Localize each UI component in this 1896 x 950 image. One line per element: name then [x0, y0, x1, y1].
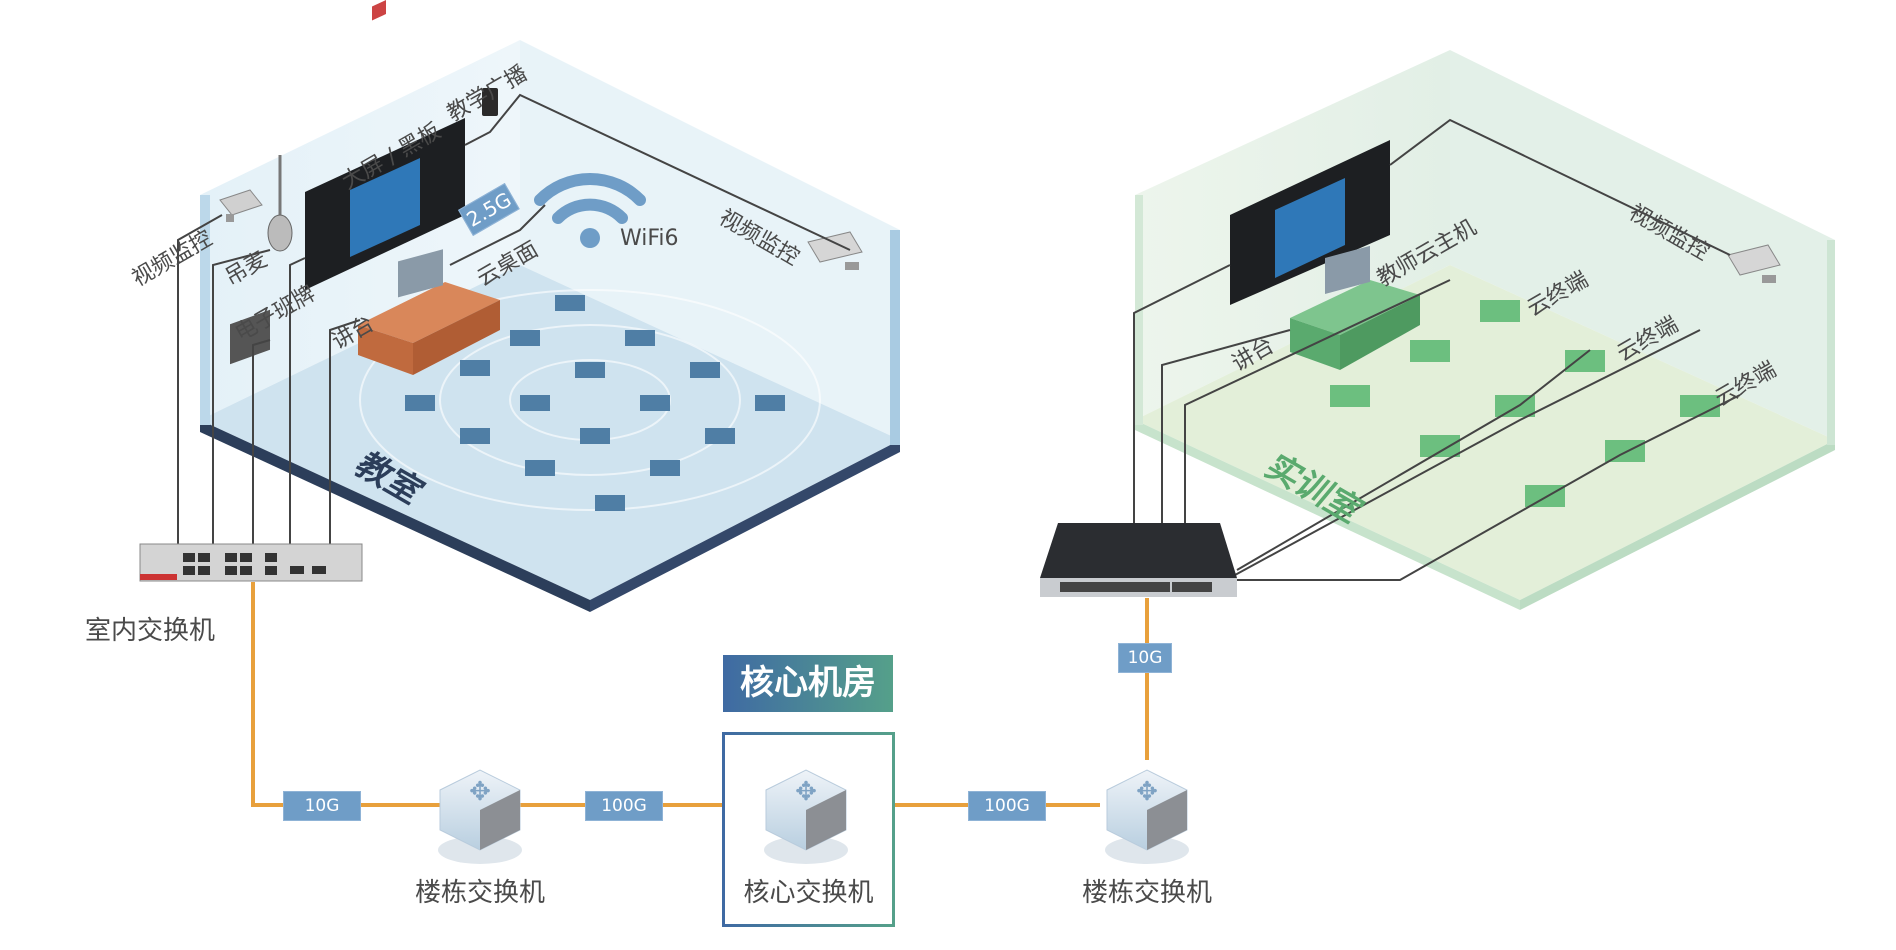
indoor-switch [139, 543, 363, 582]
classroom-floor-edge [200, 420, 590, 612]
speed-badge-building-training: 10G [1118, 643, 1172, 673]
building-switch-left-label: 楼栋交换机 [414, 878, 545, 908]
microphone-icon [267, 214, 293, 252]
big-screen [1230, 140, 1390, 305]
building-switch-right: ✥ [1105, 769, 1189, 864]
wifi-icon [534, 172, 646, 248]
speed-badge-core-building-right: 100G [968, 791, 1046, 821]
trunk-links [251, 582, 1149, 807]
big-screen [305, 0, 465, 290]
podium [358, 249, 500, 375]
camera-icon [219, 189, 263, 222]
classroom [200, 0, 900, 612]
indoor-switch-label: 室内交换机 [85, 616, 216, 646]
core-room-title: 核心机房 [723, 655, 893, 712]
access-cables [177, 93, 1741, 581]
building-switch-right-label: 楼栋交换机 [1081, 878, 1212, 908]
speaker-icon [482, 88, 498, 116]
core-room-frame [722, 732, 895, 927]
switch-arrows-icon: ✥ [1136, 777, 1158, 807]
speed-badge-building-core-left: 100G [585, 791, 663, 821]
classroom-wall-edge [200, 195, 210, 425]
speed-badge-indoor-building: 10G [283, 791, 361, 821]
podium [1290, 245, 1420, 370]
label-wifi: WiFi6 [620, 226, 679, 251]
training-room [1135, 50, 1835, 610]
training-right-wall [1450, 50, 1835, 440]
core-switch-label: 核心交换机 [743, 878, 874, 908]
camera-icon [807, 231, 863, 270]
camera-icon [1727, 244, 1781, 283]
building-switch-left: ✥ [438, 769, 522, 864]
student-desks [405, 295, 785, 511]
e-board-icon [230, 309, 270, 365]
training-desks [1330, 300, 1720, 507]
training-access-switch [1040, 523, 1237, 597]
switch-arrows-icon: ✥ [469, 777, 491, 807]
